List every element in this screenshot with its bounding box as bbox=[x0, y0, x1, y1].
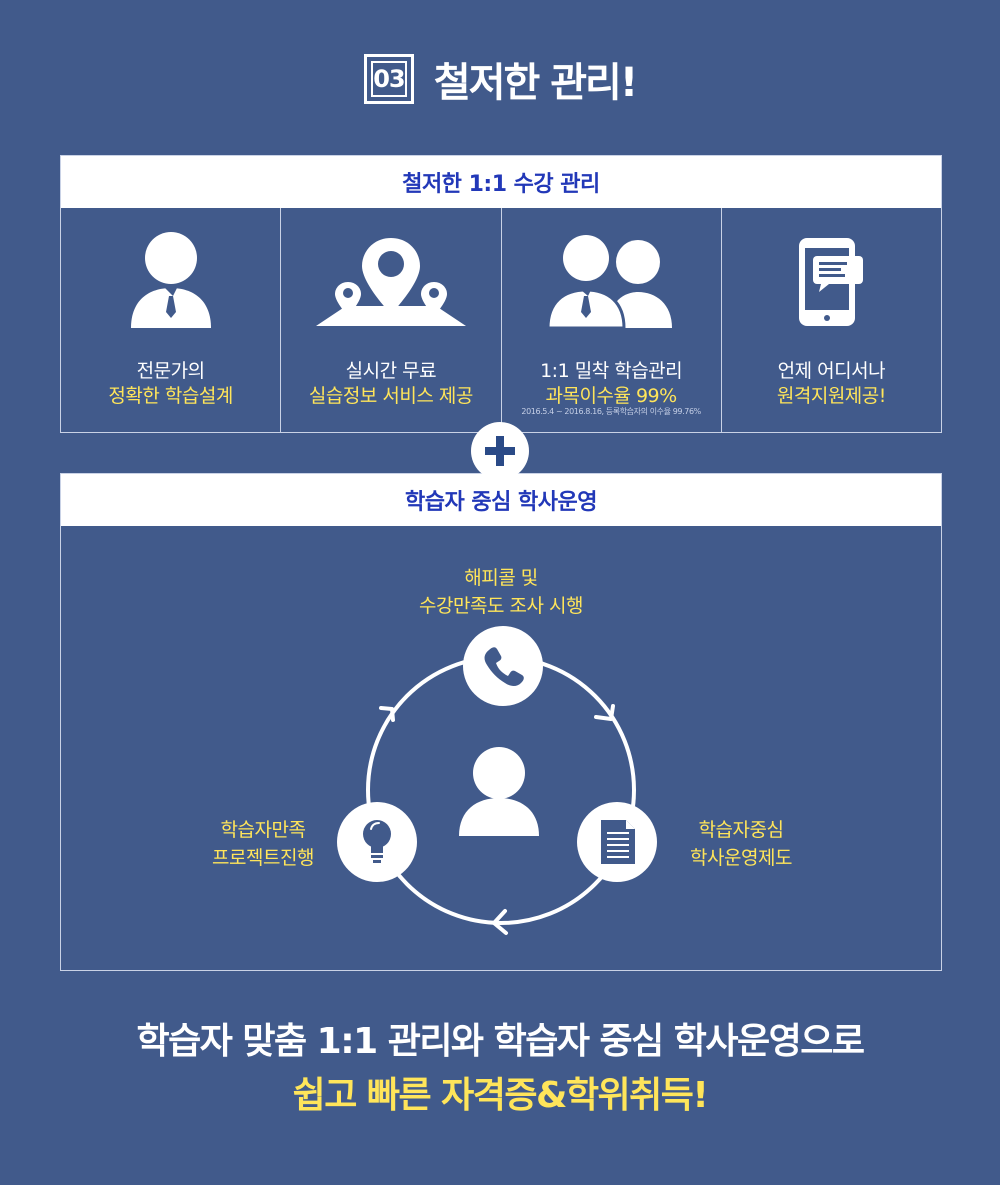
document-icon bbox=[601, 820, 635, 864]
feature-line1: 실시간 무료 bbox=[345, 360, 437, 382]
map-pin-icon bbox=[315, 238, 466, 326]
cycle-label-line1: 학습자중심 bbox=[698, 819, 784, 841]
mobile-chat-icon bbox=[799, 238, 864, 326]
learner-centered-operation-panel: 학습자 중심 학사운영 bbox=[60, 473, 942, 971]
two-people-icon bbox=[546, 232, 673, 328]
feature-cell-info-service: 실시간 무료 실습정보 서비스 제공 bbox=[281, 208, 502, 432]
feature-cell-remote-support: 언제 어디서나 원격지원제공! bbox=[722, 208, 941, 432]
panel2-title: 학습자 중심 학사운영 bbox=[61, 474, 941, 526]
cycle-label-left: 학습자만족 프로젝트진행 bbox=[183, 816, 343, 872]
one-on-one-management-panel: 철저한 1:1 수강 관리 전문가의 정확한 학습설계 실시간 무료 bbox=[60, 155, 942, 433]
cycle-diagram bbox=[337, 626, 657, 935]
section-header: 03 철저한 관리! bbox=[0, 50, 1000, 108]
panel1-title: 철저한 1:1 수강 관리 bbox=[61, 156, 941, 208]
cycle-label-line2: 수강만족도 조사 시행 bbox=[419, 595, 583, 617]
feature-line2: 실습정보 서비스 제공 bbox=[308, 385, 473, 407]
cycle-label-line2: 학사운영제도 bbox=[690, 847, 792, 869]
phone-icon bbox=[484, 647, 524, 686]
feature-line2: 원격지원제공! bbox=[776, 385, 887, 407]
feature-line2: 정확한 학습설계 bbox=[108, 385, 233, 407]
feature-line1: 1:1 밀착 학습관리 bbox=[540, 360, 683, 382]
lightbulb-icon bbox=[363, 820, 391, 863]
section-title: 철저한 관리! bbox=[433, 60, 638, 106]
cycle-arrow-icon bbox=[379, 704, 615, 935]
plus-icon bbox=[471, 422, 529, 480]
expert-person-icon bbox=[130, 232, 211, 328]
feature-cell-expert: 전문가의 정확한 학습설계 bbox=[61, 208, 282, 432]
bottom-slogan-line2: 쉽고 빠른 자격증&학위취득! bbox=[292, 1075, 709, 1116]
cycle-label-line1: 해피콜 및 bbox=[464, 567, 538, 589]
section-number-badge: 03 bbox=[363, 54, 414, 104]
cycle-label-top: 해피콜 및 수강만족도 조사 시행 bbox=[351, 564, 651, 620]
cycle-label-line1: 학습자만족 bbox=[220, 819, 306, 841]
cycle-label-right: 학습자중심 학사운영제도 bbox=[661, 816, 821, 872]
person-icon bbox=[459, 747, 539, 836]
feature-line1: 전문가의 bbox=[136, 360, 205, 382]
feature-line1: 언제 어디서나 bbox=[777, 360, 886, 382]
feature-cell-study-management: 1:1 밀착 학습관리 과목이수율 99% 2016.5.4 ~ 2016.8.… bbox=[502, 208, 722, 432]
feature-footnote: 2016.5.4 ~ 2016.8.16, 등록학습자의 이수율 99.76% bbox=[521, 407, 701, 416]
cycle-label-line2: 프로젝트진행 bbox=[212, 847, 314, 869]
feature-line2: 과목이수율 99% bbox=[545, 385, 678, 407]
bottom-slogan-line1: 학습자 맞춤 1:1 관리와 학습자 중심 학사운영으로 bbox=[136, 1021, 865, 1062]
